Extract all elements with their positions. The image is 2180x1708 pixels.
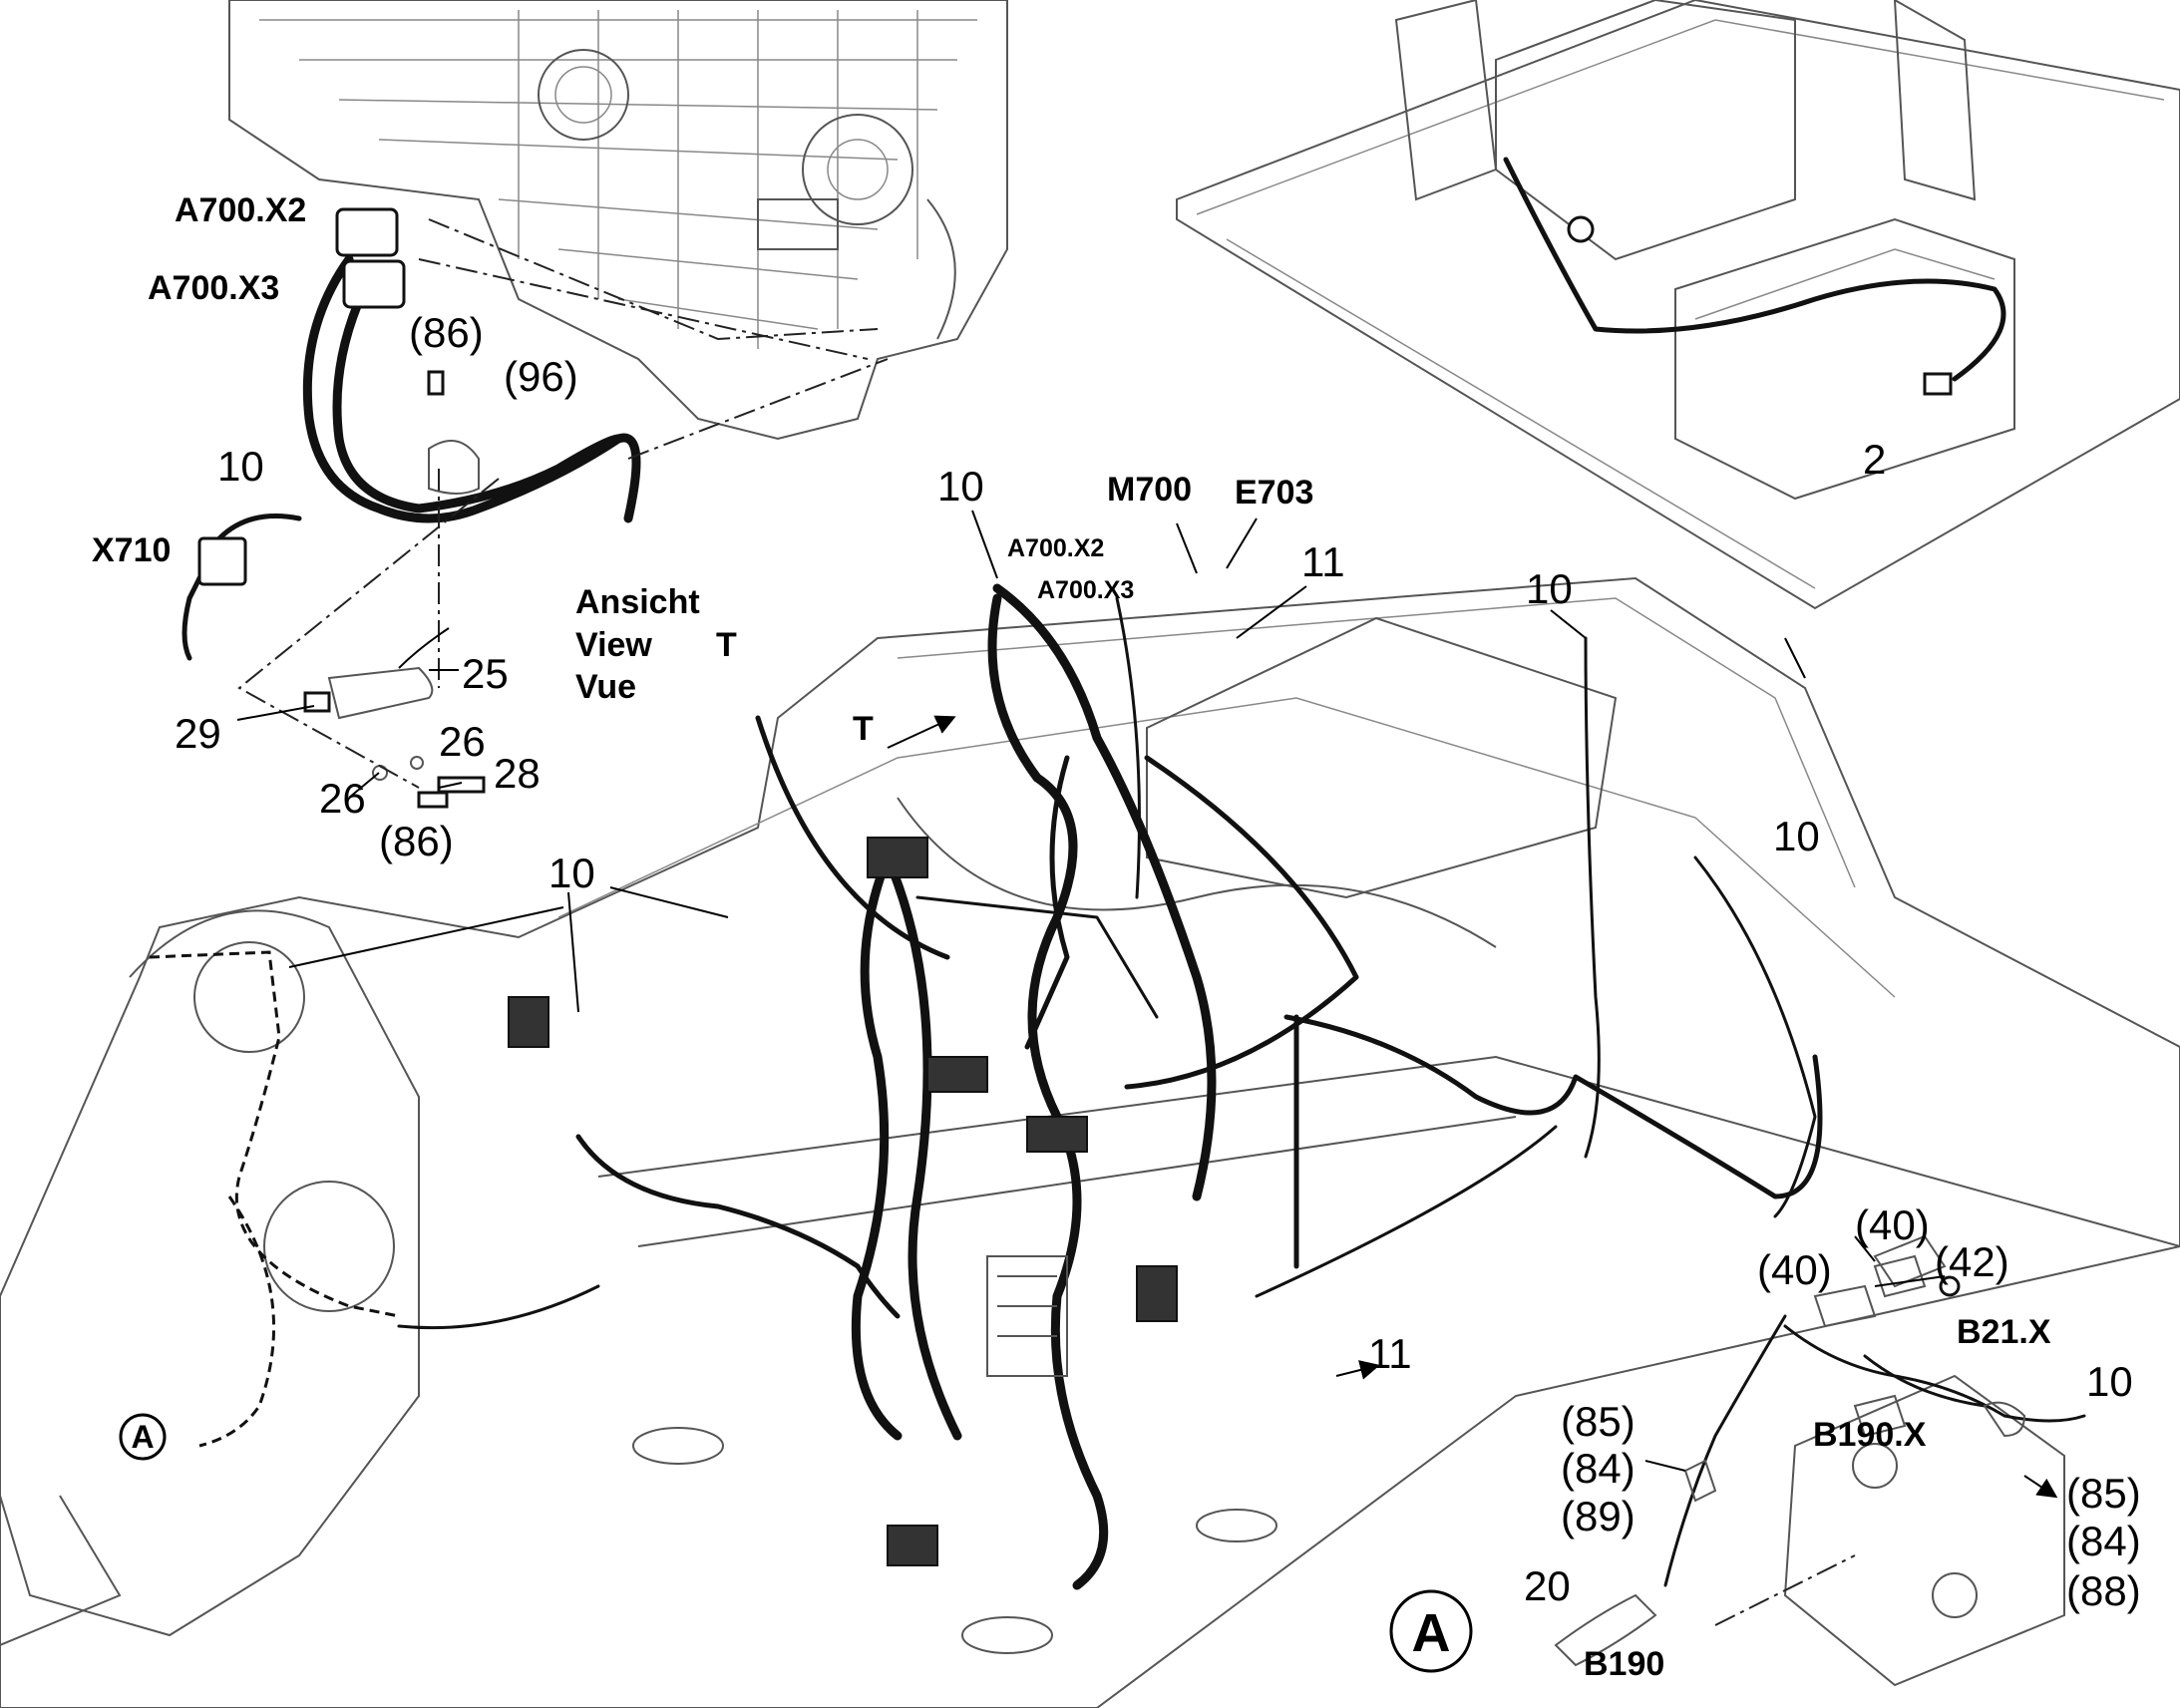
label-11-top: 11 xyxy=(1301,538,1345,585)
label-10-detail-a: 10 xyxy=(2086,1358,2133,1405)
label-86-bottom: (86) xyxy=(379,818,454,864)
label-b190-x: B190.X xyxy=(1813,1416,1927,1454)
main-cable-harness xyxy=(149,583,1823,1590)
label-x710: X710 xyxy=(92,531,171,569)
label-t-view: T xyxy=(716,626,737,664)
label-b21-x: B21.X xyxy=(1957,1313,2051,1351)
detail-marker-a-small: A xyxy=(119,1413,167,1461)
chassis-frame-illustration xyxy=(0,576,2180,1708)
label-42: (42) xyxy=(1935,1238,2009,1285)
engine-illustration xyxy=(228,0,1008,441)
label-a700-x2-small: A700.X2 xyxy=(1007,534,1104,562)
svg-text:A: A xyxy=(1412,1603,1451,1663)
label-26-b: 26 xyxy=(319,775,366,822)
label-84-right: (84) xyxy=(2066,1518,2141,1564)
label-10-cab: 10 xyxy=(937,463,984,510)
label-89: (89) xyxy=(1561,1493,1635,1539)
label-e703: E703 xyxy=(1235,474,1313,512)
svg-text:A: A xyxy=(131,1419,154,1455)
label-10-detail: 10 xyxy=(217,443,264,490)
label-25: 25 xyxy=(462,650,509,697)
label-vue: Vue xyxy=(575,668,636,706)
label-a700-x2: A700.X2 xyxy=(175,191,306,229)
label-96: (96) xyxy=(504,353,578,400)
arrow-11 xyxy=(1335,1360,1380,1380)
label-m700: M700 xyxy=(1107,471,1192,509)
label-10-far-right: 10 xyxy=(1773,813,1820,859)
label-11-bottom: 11 xyxy=(1368,1330,1412,1377)
callout-labels: A700.X2 A700.X3 (86) (96) 10 X710 Ansich… xyxy=(92,191,2141,1683)
view-arrow-t xyxy=(887,715,956,749)
label-40-left: (40) xyxy=(1757,1246,1832,1293)
label-20: 20 xyxy=(1524,1562,1571,1609)
cab-floor-illustration xyxy=(1176,0,2180,610)
detail-a-sensor xyxy=(1554,1234,2086,1667)
label-85-left: (85) xyxy=(1561,1398,1635,1445)
label-2: 2 xyxy=(1863,436,1886,483)
label-a700-x3: A700.X3 xyxy=(148,269,279,307)
label-86-top: (86) xyxy=(409,309,484,356)
leader-lines xyxy=(236,510,1946,1472)
label-29: 29 xyxy=(175,710,221,757)
label-ansicht: Ansicht xyxy=(575,583,700,621)
label-88: (88) xyxy=(2066,1567,2141,1614)
label-26-a: 26 xyxy=(439,718,486,765)
exploded-harness-detail xyxy=(182,207,889,809)
label-40-top: (40) xyxy=(1855,1201,1930,1248)
label-10-frame: 10 xyxy=(548,850,595,896)
label-a700-x3-small: A700.X3 xyxy=(1037,576,1134,604)
label-view: View xyxy=(575,626,652,664)
label-28: 28 xyxy=(494,750,541,797)
label-10-right: 10 xyxy=(1526,565,1573,612)
label-85-right: (85) xyxy=(2066,1470,2141,1517)
label-84-left: (84) xyxy=(1561,1445,1635,1492)
detail-marker-a-large: A xyxy=(1389,1589,1473,1673)
label-t-arrow: T xyxy=(853,710,874,748)
label-b190: B190 xyxy=(1584,1645,1664,1683)
